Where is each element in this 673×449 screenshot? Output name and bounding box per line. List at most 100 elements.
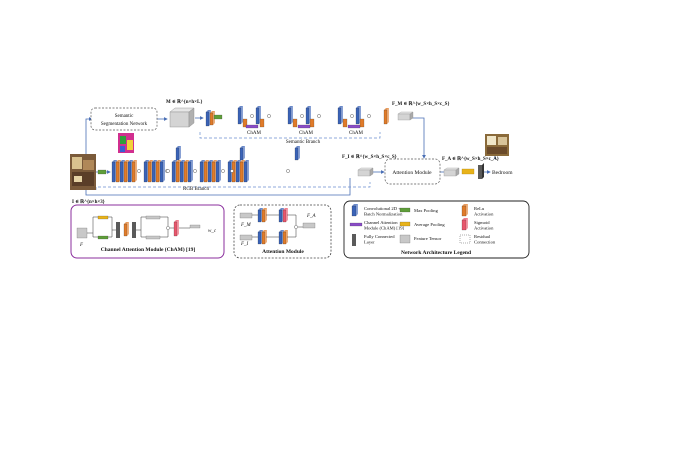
conv-bn-block — [255, 106, 261, 125]
cham-icon — [349, 222, 363, 227]
cham-output-tensor — [189, 224, 201, 229]
attention-panel-content — [239, 208, 316, 245]
att-fm-tensor — [239, 212, 253, 219]
conv-bn-block — [294, 146, 300, 161]
legend-item-label: Residual — [474, 234, 491, 239]
i-tensor-label: I ∈ ℝ^{n×h×3} — [72, 199, 105, 205]
residual-add-node — [230, 169, 234, 173]
att-fm-label: F_M — [240, 223, 252, 228]
relu-icon — [461, 204, 468, 217]
semantic-branch-layers — [205, 106, 389, 129]
m-tensor-label: M ∈ ℝ^{n×h×L} — [166, 99, 202, 105]
legend-item-label: Activation — [474, 212, 494, 217]
legend-item-label: Sigmoid — [474, 220, 490, 225]
residual-add-node — [317, 114, 321, 118]
cham-panel-content — [76, 215, 201, 240]
cham-branch-tensor — [145, 235, 161, 240]
max-pool-block — [97, 169, 107, 175]
f-a-tensor — [443, 167, 460, 177]
residual-add-node — [367, 114, 371, 118]
att-title: Attention Module — [262, 249, 304, 255]
relu-block — [342, 118, 348, 128]
feature-tensor-icon — [399, 234, 411, 244]
relu-block — [242, 118, 248, 128]
relu-block — [359, 118, 365, 128]
legend-item-label: Convolutional 2D + — [364, 206, 401, 211]
residual-add-node — [250, 114, 254, 118]
max-pooling-icon — [399, 207, 411, 213]
legend-panel — [343, 200, 530, 259]
output-class-label: Bedroom — [492, 170, 513, 176]
avg-pool-output — [461, 168, 475, 175]
cham-title: Channel Attention Module (ChAM) [19] — [101, 246, 196, 253]
att-fa-label: F_A — [306, 214, 317, 219]
legend-items: Convolutional 2D +Batch NormalizationMax… — [349, 204, 496, 246]
legend-item-label: ReLu — [474, 206, 485, 211]
fc-layer-icon — [352, 234, 356, 246]
legend-item-label: Activation — [474, 226, 494, 231]
seg-network-line2: Segmentation Network — [101, 122, 148, 127]
legend-item-label: Fully Connected — [364, 234, 395, 239]
output-scene-image — [485, 134, 509, 156]
residual-add-node — [137, 169, 141, 173]
cham-relu — [123, 222, 129, 237]
legend-item-label: Layer — [364, 240, 375, 245]
relu-block — [131, 160, 137, 183]
relu-block — [383, 108, 389, 125]
relu-block — [292, 118, 298, 128]
sigmoid-icon — [461, 218, 468, 231]
conv-bn-block — [337, 106, 343, 125]
residual-add-node — [193, 169, 197, 173]
cham-label-1: ChAM — [247, 131, 261, 136]
cham-add-node — [166, 226, 170, 230]
legend-title: Network Architecture Legend — [401, 250, 471, 256]
att-fa-tensor — [302, 222, 316, 229]
rgb-branch-layers — [97, 146, 300, 183]
conv-bn-block — [159, 160, 165, 183]
f-a-label: F_A ∈ ℝ^{w_S×h_S×c_A} — [442, 156, 499, 162]
cham-label-2: ChAM — [299, 131, 313, 136]
f-m-tensor — [397, 111, 414, 121]
cham-panel — [70, 204, 225, 259]
legend-item-label: Connection — [474, 240, 496, 245]
residual-add-node — [286, 169, 290, 173]
relu-block — [309, 118, 315, 128]
f-i-tensor — [357, 167, 374, 177]
seg-network-line1: Semantic — [115, 114, 134, 119]
semantic-branch-label: Semantic Branch — [286, 140, 321, 145]
att-multiply-node — [294, 225, 298, 229]
legend-item: Feature Tensor — [399, 234, 442, 244]
cham-max-pool — [97, 235, 109, 240]
conv-bn-icon — [351, 204, 358, 217]
fc-output-layer — [478, 163, 484, 179]
rgb-branch-label: RGB Branch — [183, 187, 209, 192]
cham-block — [245, 124, 259, 129]
legend-item: Max Pooling — [399, 207, 439, 213]
residual-add-node — [267, 114, 271, 118]
residual-add-node — [350, 114, 354, 118]
cham-avg-pool — [97, 215, 109, 220]
conv-bn-block — [239, 146, 245, 161]
att-fi-tensor — [239, 234, 253, 241]
segmentation-map-image — [118, 133, 134, 153]
cham-w-label: w_c — [208, 229, 217, 234]
conv-bn-block — [175, 146, 181, 161]
cham-sigmoid — [173, 220, 179, 237]
att-lines — [252, 214, 303, 238]
legend-item-label: Channel Attention — [364, 220, 398, 225]
conv-bn-block — [237, 106, 243, 125]
cham-f-label: F — [79, 243, 84, 248]
residual-add-node — [166, 169, 170, 173]
relu-block — [259, 118, 265, 128]
conv-bn-block — [215, 160, 221, 183]
average-pooling-icon — [399, 221, 411, 227]
cham-block — [347, 124, 361, 129]
attention-module-box — [384, 158, 441, 185]
legend-item-label: Batch Normalization — [364, 212, 403, 217]
